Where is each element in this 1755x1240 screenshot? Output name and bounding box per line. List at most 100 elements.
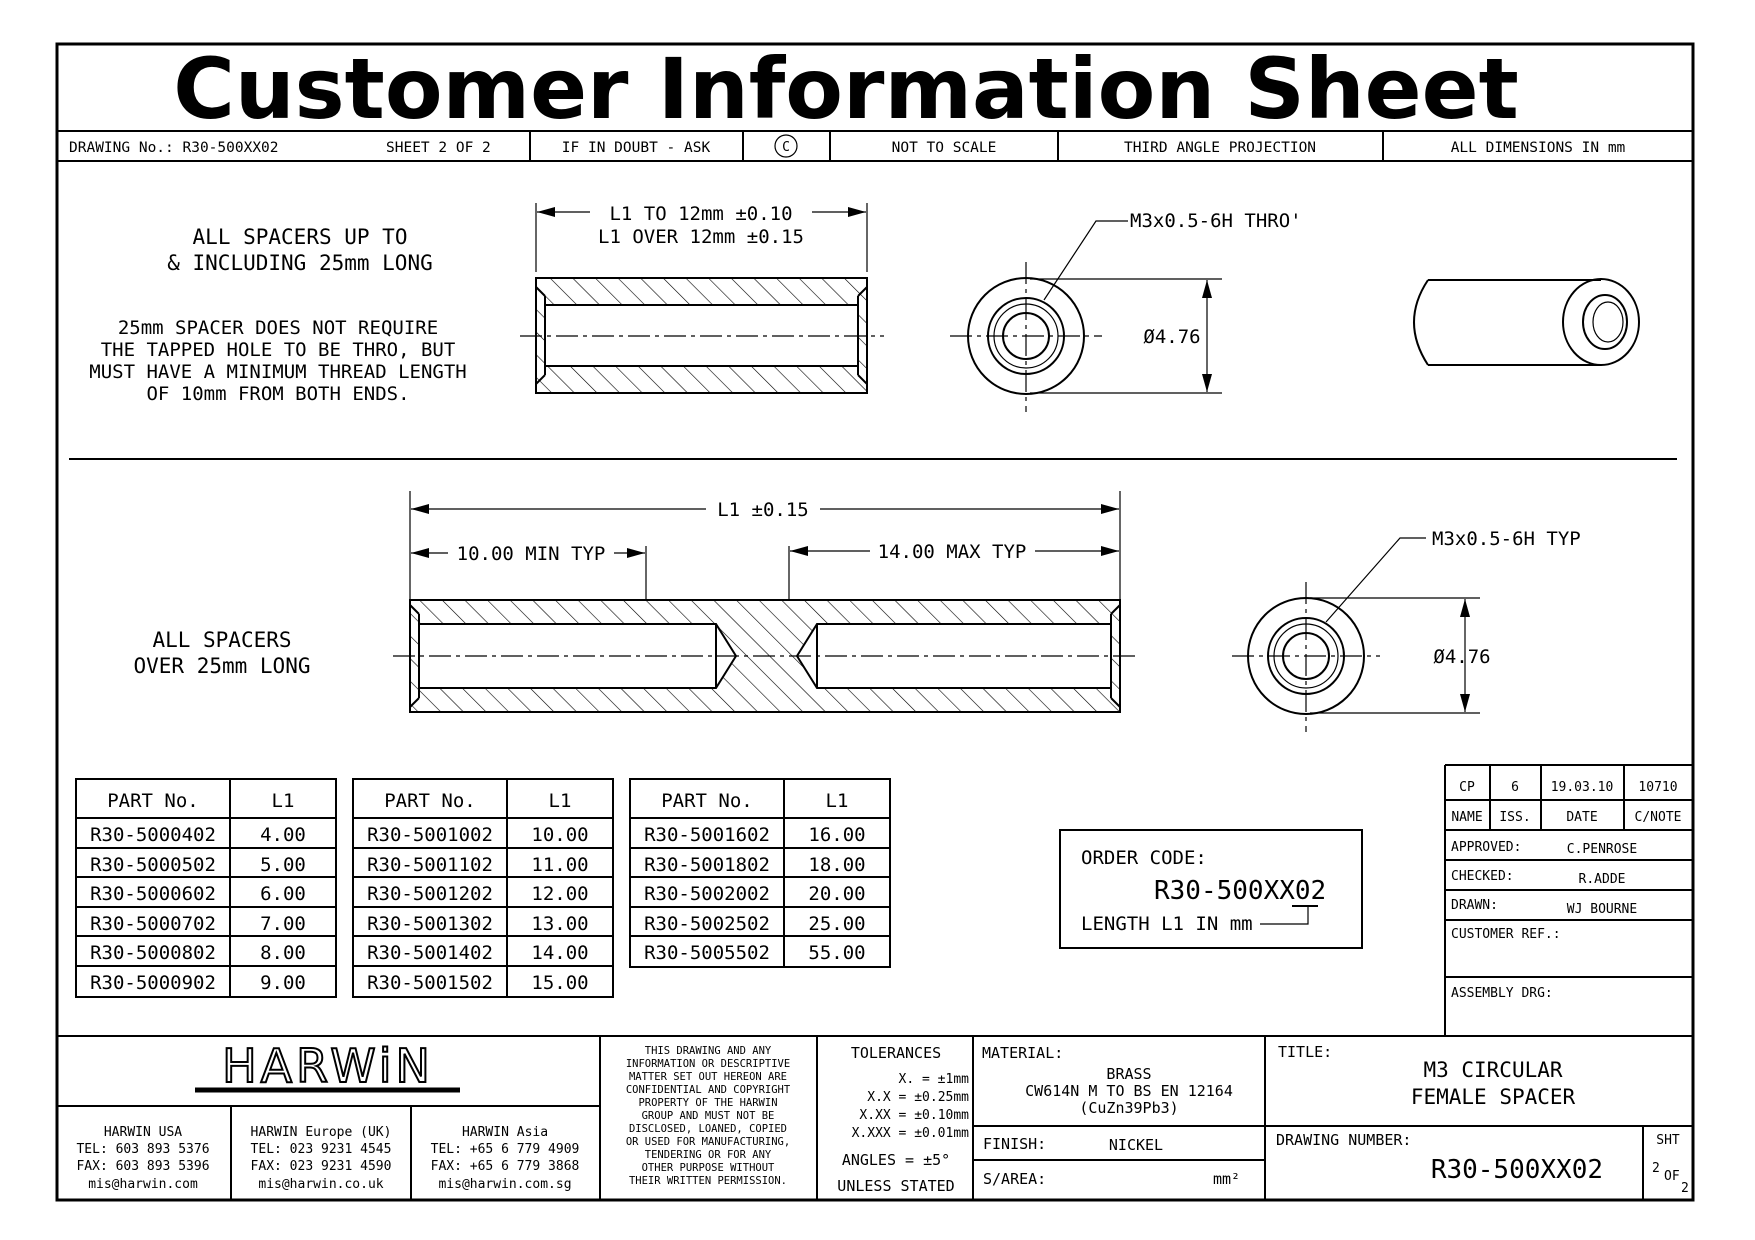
upper-heading-1: ALL SPACERS UP TO — [193, 225, 408, 249]
table-cell: 6.00 — [260, 883, 306, 905]
table-cell: R30-5001802 — [644, 854, 770, 876]
copyright-letter: C — [782, 140, 790, 155]
usa-name: HARWIN USA — [104, 1125, 182, 1140]
part-table-2: PART No. L1 R30-5001002 10.00 R30-500110… — [352, 778, 614, 998]
order-code-value: R30-500XX02 — [1154, 876, 1326, 906]
table-cell: 10.00 — [531, 824, 588, 846]
long-spacer-section — [393, 599, 1136, 713]
checked-value: R.ADDE — [1579, 872, 1626, 887]
asia-email: mis@harwin.com.sg — [438, 1177, 571, 1192]
asia-tel: TEL: +65 6 779 4909 — [431, 1142, 580, 1157]
table-cell: R30-5001202 — [367, 883, 493, 905]
assembly-label: ASSEMBLY DRG: — [1451, 986, 1553, 1001]
drawn-value: WJ BOURNE — [1567, 902, 1637, 917]
revision-cnote: 10710 — [1638, 780, 1677, 795]
confidential-line: OTHER PURPOSE WITHOUT — [642, 1162, 775, 1174]
asia-fax: FAX: +65 6 779 3868 — [431, 1159, 580, 1174]
table-cell: R30-5001002 — [367, 824, 493, 846]
europe-name: HARWIN Europe (UK) — [251, 1125, 392, 1140]
title-label: TITLE: — [1278, 1043, 1332, 1061]
material-line-1: BRASS — [1106, 1065, 1151, 1083]
surface-area-label: S/AREA: — [983, 1170, 1046, 1188]
order-code-box: ORDER CODE: R30-500XX02 LENGTH L1 IN mm — [1059, 829, 1363, 949]
revision-block: CP 6 19.03.10 10710 NAME ISS. DATE C/NOT… — [1444, 764, 1693, 1036]
table-cell: R30-5000502 — [90, 854, 216, 876]
confidential-line: PROPERTY OF THE HARWIN — [638, 1097, 777, 1109]
table-header: L1 — [549, 790, 572, 812]
confidential-line: CONFIDENTIAL AND COPYRIGHT — [626, 1084, 791, 1096]
table-cell: 25.00 — [808, 913, 865, 935]
surface-area-unit: mm² — [1213, 1170, 1240, 1188]
finish-value: NICKEL — [1109, 1136, 1163, 1154]
tolerance-unless: UNLESS STATED — [837, 1177, 954, 1195]
confidential-line: TENDERING OR FOR ANY — [645, 1149, 772, 1161]
table-cell: 18.00 — [808, 854, 865, 876]
table-cell: 14.00 — [531, 942, 588, 964]
upper-section: ALL SPACERS UP TO & INCLUDING 25mm LONG … — [89, 203, 1640, 412]
revision-header: ISS. — [1499, 810, 1530, 825]
lower-heading-1: ALL SPACERS — [152, 628, 291, 652]
drawing-number-field: DRAWING No.: R30-500XX02 — [69, 140, 279, 156]
confidential-line: DISCLOSED, LOANED, COPIED — [629, 1123, 787, 1135]
usa-email: mis@harwin.com — [88, 1177, 198, 1192]
sheet-number: 2 — [1652, 1161, 1660, 1176]
table-cell: R30-5005502 — [644, 942, 770, 964]
sheet-of: OF — [1664, 1169, 1680, 1184]
table-cell: 8.00 — [260, 942, 306, 964]
table-cell: 11.00 — [531, 854, 588, 876]
material-line-3: (CuZn39Pb3) — [1079, 1099, 1178, 1117]
tolerance-line: X.XX = ±0.10mm — [859, 1108, 969, 1123]
table-header: PART No. — [384, 790, 476, 812]
short-spacer-end-view: Ø4.76 M3x0.5-6H THRO' — [950, 210, 1302, 412]
confidential-line: THIS DRAWING AND ANY — [645, 1045, 772, 1057]
sheet-field: SHEET 2 OF 2 — [386, 140, 491, 156]
approved-label: APPROVED: — [1451, 840, 1521, 855]
usa-tel: TEL: 603 893 5376 — [76, 1142, 209, 1157]
table-cell: 12.00 — [531, 883, 588, 905]
tolerance-line: X.X = ±0.25mm — [867, 1090, 969, 1105]
tolerances-title: TOLERANCES — [851, 1044, 941, 1062]
finish-label: FINISH: — [983, 1135, 1046, 1153]
checked-label: CHECKED: — [1451, 869, 1514, 884]
upper-note-2: THE TAPPED HOLE TO BE THRO, BUT — [101, 339, 456, 361]
table-header: PART No. — [661, 790, 753, 812]
table-cell: R30-5001602 — [644, 824, 770, 846]
lower-heading-2: OVER 25mm LONG — [133, 654, 310, 678]
tolerance-line: X.XXX = ±0.01mm — [852, 1126, 970, 1141]
table-cell: 7.00 — [260, 913, 306, 935]
table-header: L1 — [272, 790, 295, 812]
table-cell: 5.00 — [260, 854, 306, 876]
page-title: Customer Information Sheet — [173, 40, 1519, 138]
table-cell: 16.00 — [808, 824, 865, 846]
table-cell: R30-5000402 — [90, 824, 216, 846]
table-cell: 13.00 — [531, 913, 588, 935]
tolerance-angles: ANGLES = ±5° — [842, 1151, 950, 1169]
table-header: PART No. — [107, 790, 199, 812]
drawing-number-label: DRAWING NUMBER: — [1276, 1131, 1411, 1149]
table-cell: 20.00 — [808, 883, 865, 905]
doubt-field: IF IN DOUBT - ASK — [562, 140, 711, 156]
table-cell: 15.00 — [531, 972, 588, 994]
part-table-3: PART No. L1 R30-5001602 16.00 R30-500180… — [629, 778, 891, 968]
upper-thread-label: M3x0.5-6H THRO' — [1130, 210, 1302, 232]
dimensions-field: ALL DIMENSIONS IN mm — [1451, 140, 1626, 156]
copyright-symbol — [774, 134, 798, 158]
customer-ref-label: CUSTOMER REF.: — [1451, 927, 1561, 942]
harwin-logo: HARWiN — [222, 1039, 434, 1093]
table-cell: R30-5001402 — [367, 942, 493, 964]
sheet-border — [55, 42, 1695, 1202]
confidential-line: MATTER SET OUT HEREON ARE — [629, 1071, 787, 1083]
table-cell: R30-5002002 — [644, 883, 770, 905]
confidential-line: THEIR WRITTEN PERMISSION. — [629, 1175, 787, 1187]
drawing-number-value: R30-500XX02 — [1431, 1155, 1603, 1185]
short-spacer-section — [520, 277, 884, 394]
table-cell: 55.00 — [808, 942, 865, 964]
table-cell: R30-5000902 — [90, 972, 216, 994]
lower-diameter-label: Ø4.76 — [1433, 646, 1490, 668]
lower-section: ALL SPACERS OVER 25mm LONG L1 ±0.15 10.0… — [133, 491, 1581, 732]
scale-field: NOT TO SCALE — [892, 140, 997, 156]
lower-min-label: 10.00 MIN TYP — [457, 543, 606, 565]
upper-tolerance-1: L1 TO 12mm ±0.10 — [609, 203, 792, 225]
part-table-1: PART No. L1 R30-5000402 4.00 R30-5000502… — [75, 778, 337, 998]
